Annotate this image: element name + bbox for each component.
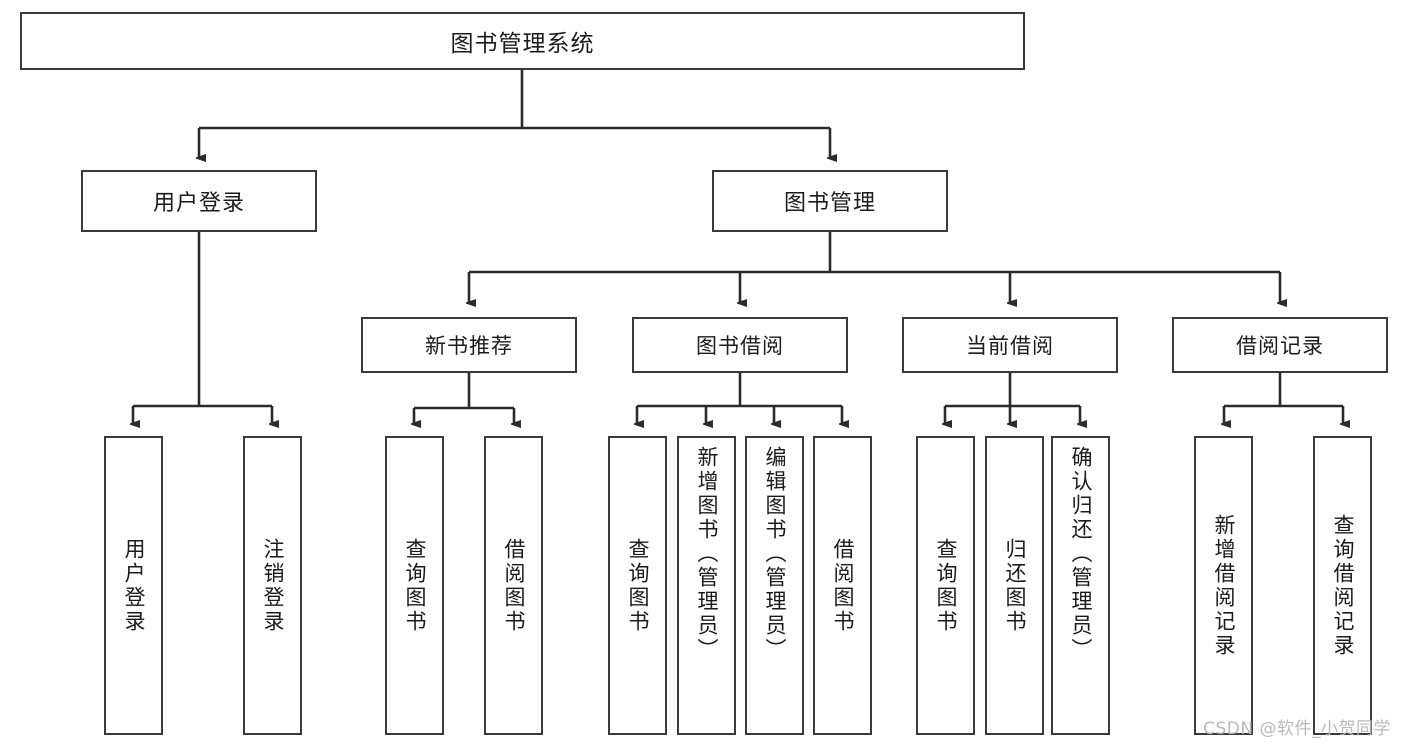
leaf-label: 借阅图书 — [502, 537, 526, 634]
leaf-label: 新增借阅记录 — [1212, 513, 1236, 658]
leaf-current-borrow-confirm-return[interactable]: 确认归还（管理员） — [1051, 436, 1110, 735]
node-borrow-record-label: 借阅记录 — [1236, 334, 1324, 358]
leaf-label: 用户登录 — [122, 537, 146, 634]
leaf-user-login-login[interactable]: 用户登录 — [104, 436, 163, 735]
leaf-borrow-record-query[interactable]: 查询借阅记录 — [1313, 436, 1372, 735]
leaf-new-book-borrow[interactable]: 借阅图书 — [484, 436, 543, 735]
leaf-book-borrow-add[interactable]: 新增图书（管理员） — [677, 436, 736, 735]
node-root-label: 图书管理系统 — [450, 31, 595, 57]
leaf-label: 查询图书 — [626, 537, 650, 634]
leaf-label: 借阅图书 — [831, 537, 855, 634]
watermark-text: CSDN @软件_小贺同学 — [1203, 719, 1391, 739]
node-user-login[interactable]: 用户登录 — [81, 170, 317, 232]
node-borrow-record[interactable]: 借阅记录 — [1172, 317, 1388, 373]
leaf-label: 查询借阅记录 — [1331, 513, 1355, 658]
node-new-book-recommend-label: 新书推荐 — [425, 334, 513, 358]
leaf-borrow-record-add[interactable]: 新增借阅记录 — [1194, 436, 1253, 735]
leaf-current-borrow-return[interactable]: 归还图书 — [985, 436, 1044, 735]
leaf-label: 新增图书（管理员） — [695, 446, 719, 662]
leaf-book-borrow-borrow[interactable]: 借阅图书 — [813, 436, 872, 735]
node-book-manage[interactable]: 图书管理 — [712, 170, 948, 232]
node-book-manage-label: 图书管理 — [783, 191, 876, 216]
leaf-new-book-query[interactable]: 查询图书 — [385, 436, 444, 735]
leaf-label: 查询图书 — [403, 537, 427, 634]
node-book-borrow[interactable]: 图书借阅 — [632, 317, 848, 373]
leaf-book-borrow-edit[interactable]: 编辑图书（管理员） — [745, 436, 804, 735]
leaf-label: 查询图书 — [934, 537, 958, 634]
leaf-label: 归还图书 — [1003, 537, 1027, 634]
node-book-borrow-label: 图书借阅 — [696, 334, 784, 358]
leaf-book-borrow-query[interactable]: 查询图书 — [608, 436, 667, 735]
node-root-system[interactable]: 图书管理系统 — [20, 12, 1025, 70]
leaf-current-borrow-query[interactable]: 查询图书 — [916, 436, 975, 735]
node-user-login-label: 用户登录 — [152, 191, 245, 216]
leaf-label: 确认归还（管理员） — [1069, 446, 1093, 662]
node-current-borrow[interactable]: 当前借阅 — [902, 317, 1118, 373]
leaf-label: 注销登录 — [261, 537, 285, 634]
leaf-user-login-logout[interactable]: 注销登录 — [243, 436, 302, 735]
node-new-book-recommend[interactable]: 新书推荐 — [361, 317, 577, 373]
node-current-borrow-label: 当前借阅 — [966, 334, 1054, 358]
leaf-label: 编辑图书（管理员） — [763, 446, 787, 662]
